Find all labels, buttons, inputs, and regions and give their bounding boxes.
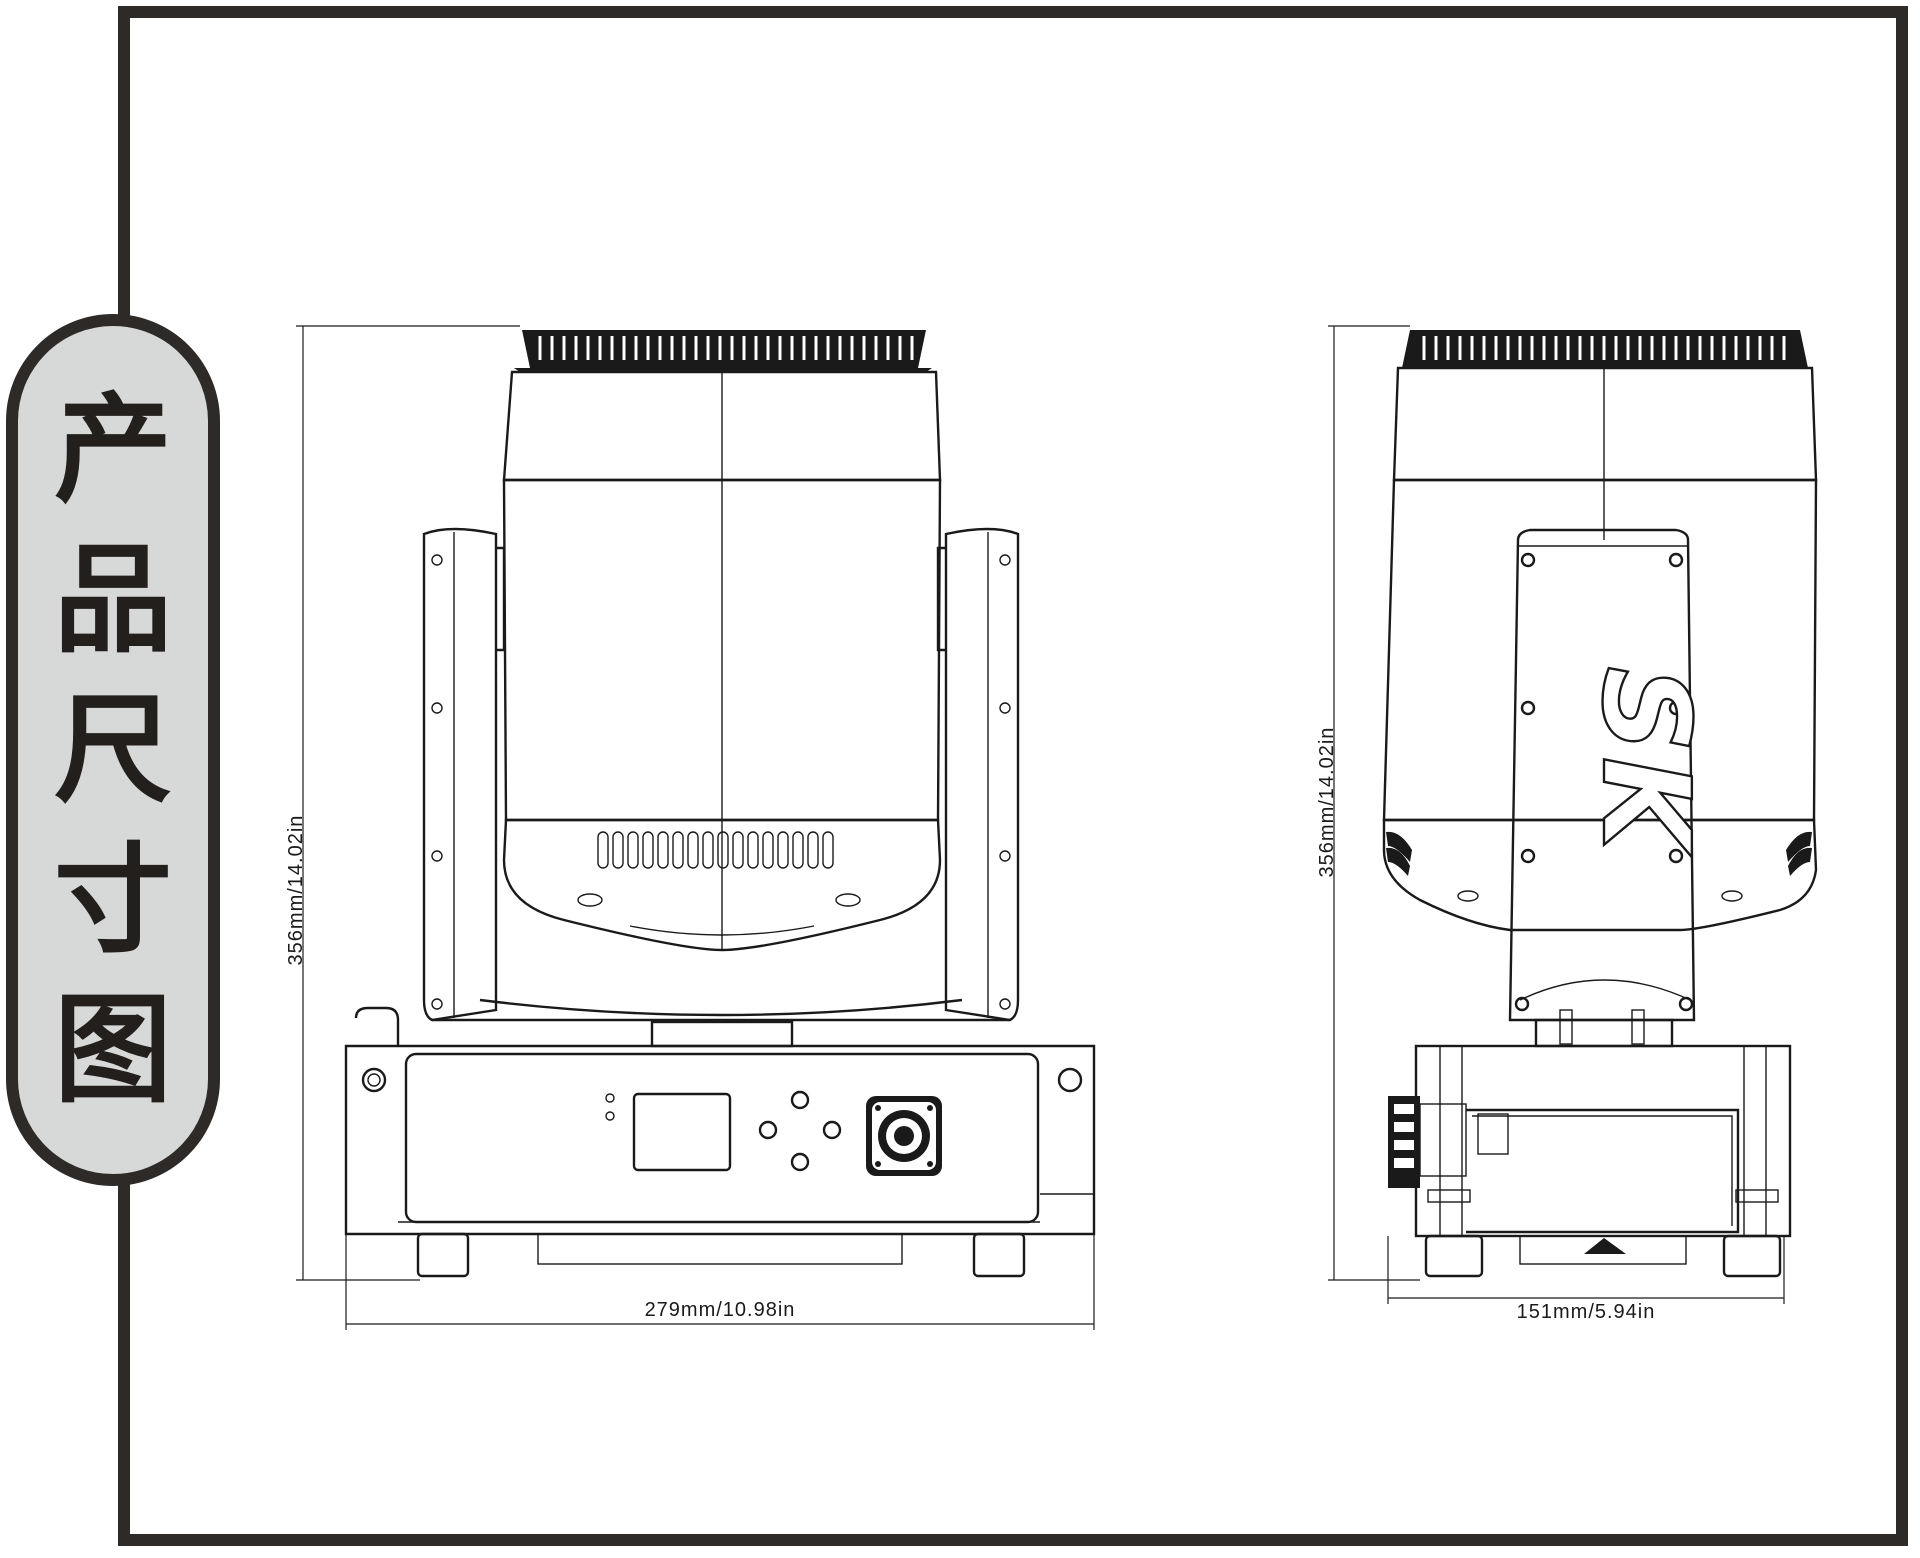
side-height-dimension: 356mm/14.02in — [1316, 325, 1420, 1281]
title-char-3: 尺 — [53, 681, 172, 819]
front-neck — [650, 1020, 794, 1048]
side-view: 356mm/14.02in 151mm/5.94in — [1316, 325, 1818, 1323]
side-connector — [1388, 1096, 1509, 1188]
title-char-2: 品 — [53, 531, 172, 669]
side-logo: SK — [1575, 666, 1714, 857]
title-char-1: 产 — [53, 381, 172, 519]
front-yoke-right — [936, 527, 1020, 1022]
side-height-label: 356mm/14.02in — [1316, 727, 1338, 878]
front-button-right — [822, 1120, 842, 1140]
side-width-dimension: 151mm/5.94in — [1387, 1236, 1785, 1323]
front-power-connector — [866, 1096, 942, 1176]
front-yoke-crossbar — [479, 998, 963, 1017]
side-yoke-arm: SK — [1508, 528, 1715, 1048]
front-vent-slots — [597, 831, 834, 869]
side-heatsink-fins — [1422, 336, 1786, 360]
front-height-label: 356mm/14.02in — [285, 815, 307, 966]
side-base — [1388, 1044, 1792, 1278]
front-head-body — [502, 370, 942, 952]
side-head-vents-right — [1786, 831, 1812, 876]
title-label: 产 品 尺 寸 图 — [6, 314, 220, 1186]
front-heatsink-fins — [538, 336, 914, 360]
title-char-4: 寸 — [53, 831, 172, 969]
front-view: 356mm/14.02in 279mm/10.98in — [285, 325, 1096, 1330]
front-width-dimension: 279mm/10.98in — [345, 1050, 1095, 1330]
front-height-dimension: 356mm/14.02in — [285, 325, 520, 1281]
side-head-vents-left — [1386, 831, 1412, 876]
front-button-down — [790, 1152, 810, 1172]
front-button-up — [790, 1090, 810, 1110]
front-yoke-left — [422, 527, 506, 1022]
outer-frame — [118, 6, 1908, 1546]
front-display — [632, 1092, 732, 1172]
front-base — [344, 1006, 1096, 1278]
front-width-label: 279mm/10.98in — [645, 1299, 796, 1321]
side-width-label: 151mm/5.94in — [1517, 1301, 1656, 1323]
front-button-left — [758, 1120, 778, 1140]
side-head-body — [1382, 366, 1818, 932]
title-char-5: 图 — [53, 981, 172, 1119]
